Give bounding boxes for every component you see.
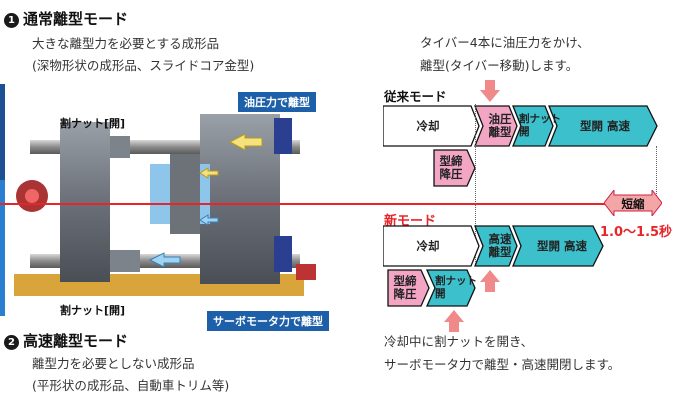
- new-nut-open: 割ナット 開: [431, 270, 477, 306]
- new-fast-release: 高速 離型: [479, 226, 521, 266]
- timeline-divider: [0, 203, 614, 205]
- conventional-mode-label: 従来モード: [384, 89, 447, 104]
- new-nut-line1: 割ナット: [435, 275, 477, 287]
- new-clamp-line1: 型締: [393, 274, 417, 288]
- machine-svg: [0, 84, 316, 316]
- note-top-2: 離型(タイバー移動)します。: [420, 58, 579, 73]
- section1-title-text: 通常離型モード: [23, 10, 129, 28]
- side-bar-bottom: [0, 180, 5, 316]
- yellow-arrow-1: [228, 133, 263, 151]
- down-arrow-old: [480, 80, 500, 102]
- new-mold-open: 型開 高速: [536, 238, 587, 253]
- new-fast-line1: 高速: [488, 232, 512, 246]
- section2-desc2: (平形状の成形品、自動車トリム等): [32, 378, 230, 393]
- up-arrow-new: [480, 270, 500, 292]
- old-nut-line2: 開: [519, 126, 530, 138]
- servo-tag: サーボモータ力で離型: [207, 311, 329, 331]
- new-mode-label: 新モード: [384, 214, 437, 229]
- old-cooling: 冷却: [416, 118, 440, 133]
- shorten-arrow: [604, 190, 662, 216]
- nut-label-bottom: 割ナット[開]: [60, 304, 126, 317]
- blue-arrow-2: [148, 252, 181, 268]
- old-clamp-line2: 降圧: [439, 167, 463, 181]
- mold-core: [170, 154, 200, 234]
- old-clamp-release: 型締 降圧: [433, 150, 469, 186]
- old-hydraulic-line2: 離型: [488, 125, 512, 139]
- up-arrow-nut: [444, 310, 464, 332]
- new-sub-shapes: [387, 269, 476, 307]
- section2-badge: 2: [4, 335, 19, 350]
- old-flow-shapes: [383, 105, 658, 147]
- shorten-value: 1.0〜1.5秒: [600, 225, 673, 240]
- note-bottom-1: 冷却中に割ナットを開き、: [384, 334, 534, 349]
- section1-badge: 1: [4, 13, 19, 28]
- nut-unit-top: [274, 118, 292, 154]
- section1-title: 1 通常離型モード: [4, 8, 128, 29]
- new-clamp-line2: 降圧: [393, 287, 417, 301]
- nut-unit-bottom: [274, 236, 292, 272]
- blue-arrow-1: [199, 214, 219, 226]
- old-mold-open: 型開 高速: [579, 118, 630, 133]
- machine-illustration: [0, 84, 330, 316]
- servo-motor: [296, 264, 316, 280]
- old-nut-open: 割ナット 開: [515, 106, 561, 146]
- note-bottom-2: サーボモータ力で離型・高速開閉します。: [384, 357, 621, 372]
- yellow-arrow-2: [199, 167, 219, 179]
- guide-line-right: [656, 146, 657, 206]
- section2-title: 2 高速離型モード: [4, 330, 128, 351]
- new-flow-shapes: [383, 225, 604, 267]
- left-ring-center: [25, 189, 39, 203]
- moving-platen: [60, 122, 110, 282]
- new-cooling: 冷却: [416, 238, 440, 253]
- old-clamp-line1: 型締: [439, 154, 463, 168]
- hydraulic-tag: 油圧力で離型: [238, 92, 316, 112]
- new-nut-line2: 開: [435, 288, 446, 300]
- shorten-label: 短縮: [621, 197, 645, 211]
- section1-desc1: 大きな離型力を必要とする成形品: [32, 36, 220, 51]
- nut-label-top: 割ナット[開]: [60, 117, 126, 130]
- old-hydraulic-release: 油圧 離型: [479, 106, 521, 146]
- guide-line-left: [475, 104, 476, 264]
- section2-desc1: 離型力を必要としない成形品: [32, 356, 195, 371]
- section1-desc2: (深物形状の成形品、スライドコア金型): [32, 58, 255, 73]
- new-clamp-release: 型締 降圧: [387, 270, 423, 306]
- note-top-1: タイバー4本に油圧力をかけ、: [420, 35, 590, 50]
- old-hydraulic-line1: 油圧: [488, 112, 512, 126]
- old-clamp-shape: [433, 149, 476, 187]
- section2-title-text: 高速離型モード: [23, 332, 129, 350]
- new-fast-line2: 離型: [488, 245, 512, 259]
- old-nut-line1: 割ナット: [519, 113, 561, 125]
